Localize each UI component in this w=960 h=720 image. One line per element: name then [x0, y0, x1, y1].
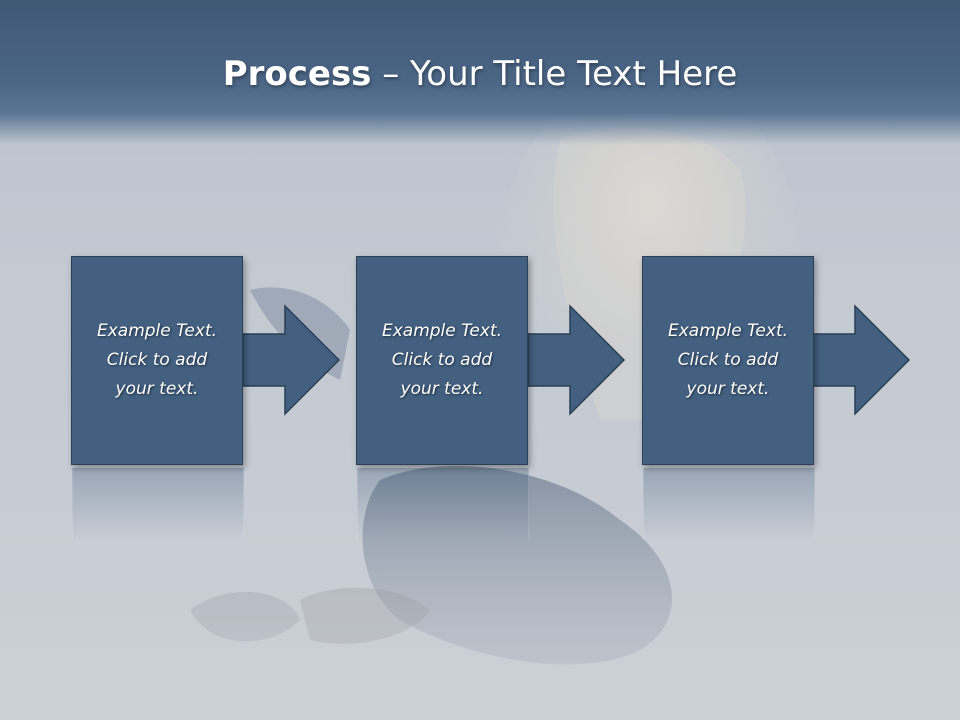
- step-reflection: [72, 468, 244, 540]
- title-bold: Process: [222, 54, 372, 94]
- slide-title[interactable]: Process – Your Title Text Here: [0, 54, 960, 94]
- floor-fog: [0, 480, 960, 720]
- step-reflection: [357, 468, 529, 540]
- title-band: [0, 0, 960, 145]
- title-rest: – Your Title Text Here: [371, 54, 738, 94]
- step-reflection: [643, 468, 815, 540]
- process-step-3[interactable]: Example Text. Click to add your text.: [642, 256, 814, 465]
- step-3-text[interactable]: Example Text. Click to add your text.: [667, 321, 789, 399]
- process-step-1[interactable]: Example Text. Click to add your text.: [71, 256, 243, 465]
- process-step-2[interactable]: Example Text. Click to add your text.: [356, 256, 528, 465]
- arrow-right-icon: [527, 304, 626, 416]
- arrow-right-icon: [812, 304, 911, 416]
- step-1-text[interactable]: Example Text. Click to add your text.: [96, 321, 218, 399]
- arrow-right-icon: [242, 304, 341, 416]
- step-2-text[interactable]: Example Text. Click to add your text.: [381, 321, 503, 399]
